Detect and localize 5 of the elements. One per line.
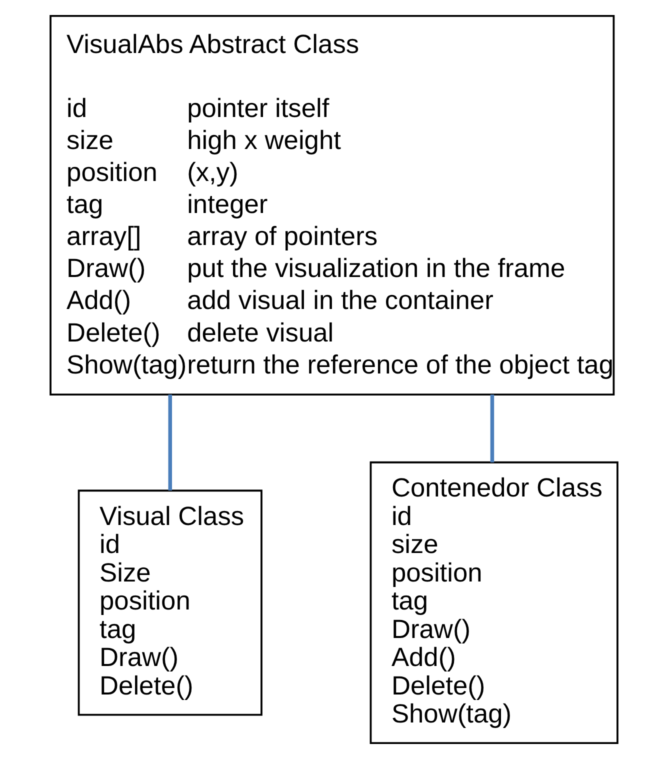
node-box: Contenedor Class id size position tag Draw() Add() Delete() Show(tag) — [370, 461, 618, 744]
node-box: Visual Class id Size position tag Draw() Delete() — [78, 490, 262, 716]
connector — [168, 394, 172, 490]
node-box: VisualAbs Abstract Class id pointer itself size high x weight position (x,y) tag integer array[] array of pointers Draw() put the visualization in the frame Add() add visual in the container Delete() delete visual Show(tag)return the reference of the object tag — [50, 15, 615, 396]
connector — [490, 394, 494, 462]
